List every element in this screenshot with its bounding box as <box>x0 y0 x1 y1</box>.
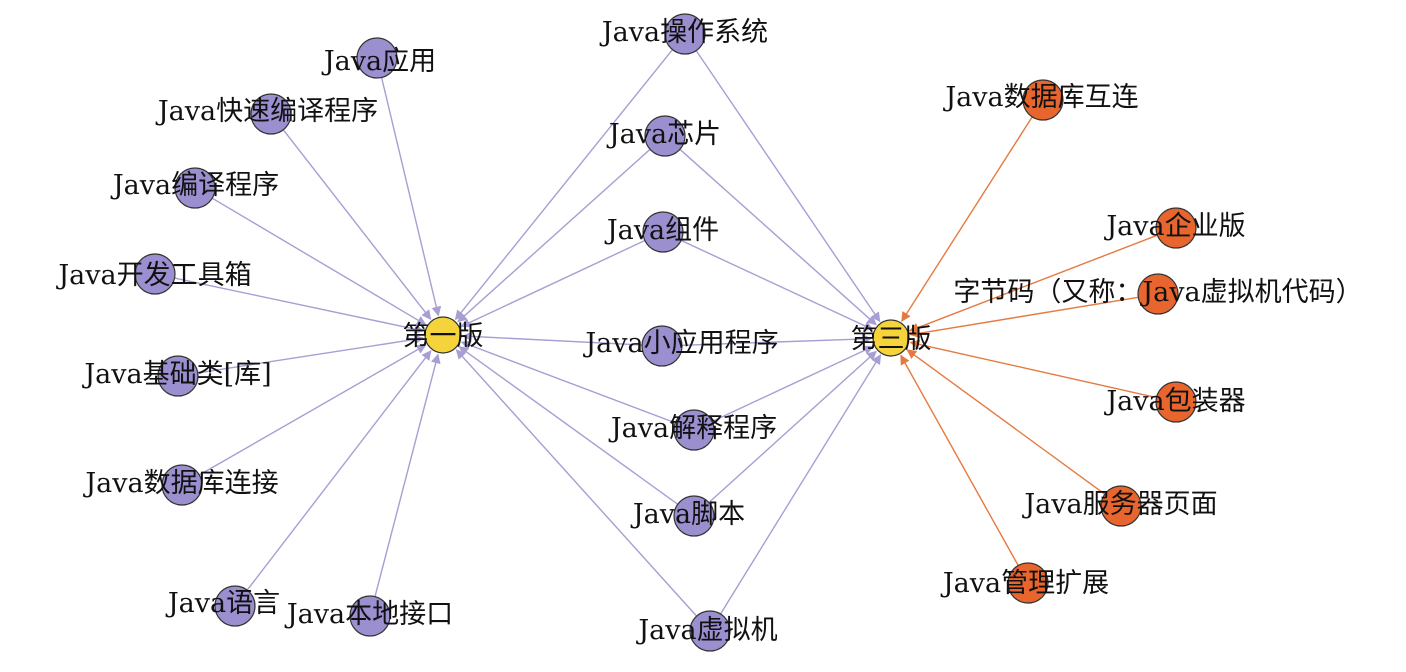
edge-native-to-first <box>374 353 441 597</box>
node-label-server-pages: Java服务器页面 <box>1021 489 1217 520</box>
edge-component-to-third <box>680 239 874 331</box>
node-label-management: Java管理扩展 <box>940 568 1109 599</box>
node-native <box>349 595 391 637</box>
edge-server-pages-to-third <box>906 349 1106 495</box>
edge-script-to-third <box>708 350 877 504</box>
edge-chip-to-first <box>457 148 651 323</box>
edge-interpreter-to-first <box>460 340 676 424</box>
hub-third <box>872 319 910 357</box>
edge-wrapper-to-third <box>909 339 1157 399</box>
node-management <box>1007 562 1049 604</box>
node-base-lib <box>157 355 199 397</box>
node-label-native: Java本地接口 <box>284 599 453 630</box>
edge-fast-compiler-to-first <box>282 129 432 320</box>
edges-layer <box>174 49 1158 617</box>
edge-dev-kit-to-first <box>174 277 425 334</box>
edge-language-to-first <box>246 350 432 591</box>
node-os <box>664 13 706 55</box>
node-label-compiler: Java编译程序 <box>110 170 279 201</box>
edge-component-to-first <box>460 239 646 328</box>
edge-app-to-first <box>380 77 442 317</box>
node-chip <box>644 115 686 157</box>
node-label-db-connect: Java数据库连接 <box>82 468 278 499</box>
nodes-layer <box>134 13 1197 652</box>
hub-label-first: 第一版 <box>403 321 484 352</box>
node-applet <box>641 325 683 367</box>
node-fast-compiler <box>250 93 292 135</box>
node-label-applet: Java小应用程序 <box>582 328 778 359</box>
node-label-chip: Java芯片 <box>606 119 721 150</box>
node-label-wrapper: Java包装器 <box>1103 386 1245 417</box>
node-component <box>642 211 684 253</box>
edge-base-lib-to-first <box>197 334 425 374</box>
node-label-jdbc: Java数据库互连 <box>942 82 1138 113</box>
node-label-base-lib: Java基础类[库] <box>81 359 271 390</box>
edge-vm-to-first <box>455 349 698 617</box>
node-label-script: Java脚本 <box>630 499 745 530</box>
node-language <box>214 585 256 627</box>
edge-bytecode-to-third <box>909 296 1139 339</box>
edge-vm-to-third <box>719 354 882 615</box>
node-enterprise <box>1155 207 1197 249</box>
edge-db-connect-to-first <box>198 344 427 476</box>
edge-jdbc-to-third <box>901 116 1033 322</box>
edge-chip-to-third <box>679 148 877 326</box>
node-jdbc <box>1022 79 1064 121</box>
node-dev-kit <box>134 253 176 295</box>
edge-script-to-first <box>458 346 679 505</box>
node-label-os: Java操作系统 <box>599 17 768 48</box>
node-db-connect <box>161 464 203 506</box>
node-vm <box>689 610 731 652</box>
hub-label-third: 第三版 <box>851 324 932 355</box>
edge-enterprise-to-third <box>908 234 1158 333</box>
node-label-bytecode: 字节码（又称：Java虚拟机代码） <box>953 277 1362 308</box>
labels-layer: 第一版 第三版 Java应用 Java快速编译程序 Java编译程序 Java开发工具箱 J… <box>55 17 1362 646</box>
edge-interpreter-to-third <box>711 345 874 423</box>
hub-first <box>424 316 462 354</box>
node-bytecode <box>1137 273 1179 315</box>
node-script <box>673 495 715 537</box>
node-wrapper <box>1155 381 1197 423</box>
node-label-vm: Java虚拟机 <box>635 615 777 646</box>
edge-os-to-third <box>695 50 881 323</box>
node-interpreter <box>673 409 715 451</box>
node-label-dev-kit: Java开发工具箱 <box>55 260 251 291</box>
edge-os-to-first <box>454 49 674 321</box>
node-label-component: Java组件 <box>604 215 719 246</box>
node-compiler <box>174 167 216 209</box>
edge-compiler-to-first <box>211 197 427 326</box>
node-app <box>356 37 398 79</box>
edge-management-to-third <box>900 354 1019 566</box>
node-server-pages <box>1100 485 1142 527</box>
node-label-enterprise: Java企业版 <box>1103 211 1245 242</box>
node-label-app: Java应用 <box>321 46 436 77</box>
node-label-language: Java语言 <box>165 588 280 619</box>
node-label-interpreter: Java解释程序 <box>608 413 777 444</box>
edge-applet-to-first <box>462 331 643 346</box>
node-label-fast-compiler: Java快速编译程序 <box>155 96 378 127</box>
edge-applet-to-third <box>681 334 872 346</box>
